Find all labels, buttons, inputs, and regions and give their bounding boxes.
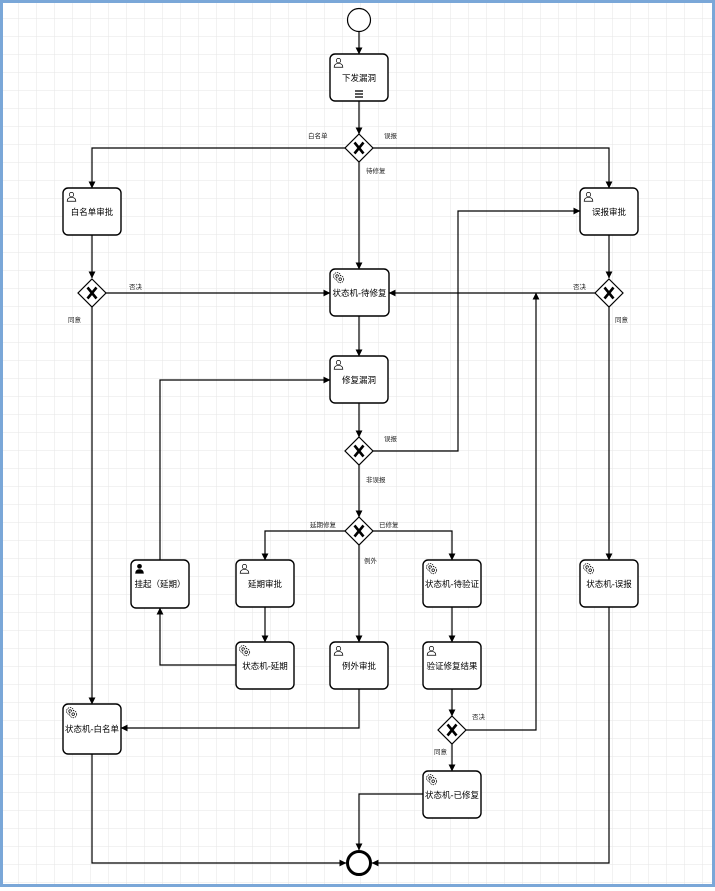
- start-event[interactable]: [346, 7, 372, 33]
- task-delay-approve[interactable]: 延期审批: [235, 559, 295, 608]
- edge-g4-misreport-to-misreport-approve[interactable]: [373, 207, 581, 452]
- task-label: 状态机-白名单: [65, 724, 120, 735]
- edge-g5-to-delay-approve[interactable]: [261, 530, 345, 561]
- edge-exception-approve-to-sm-whitelist[interactable]: [120, 689, 360, 732]
- parallel-multi-instance-marker-icon: [355, 90, 363, 98]
- task-label: 状态机-误报: [586, 579, 632, 590]
- task-issue-vuln[interactable]: 下发漏洞: [329, 53, 389, 102]
- gateway-x-icon: [353, 141, 365, 155]
- edge-label-g1-misreport: 误报: [384, 131, 398, 140]
- edge-label-g5-fixed: 已修复: [379, 520, 399, 529]
- gateway-x-icon: [86, 286, 98, 300]
- task-sm-delay[interactable]: 状态机-延期: [235, 641, 295, 690]
- edge-g6-reject-to-pending-fix[interactable]: [466, 292, 540, 731]
- edge-label-g1-pending: 待修复: [366, 166, 386, 175]
- gateways: [77, 133, 624, 745]
- task-label: 白名单审批: [71, 207, 114, 218]
- gateway-x-icon: [353, 444, 365, 458]
- edge-suspend-to-fix-vuln[interactable]: [159, 376, 331, 560]
- task-sm-fixed[interactable]: 状态机-已修复: [422, 770, 482, 819]
- task-label: 状态机-延期: [242, 661, 288, 672]
- edge-labels: 白名单 误报 待修复 否决 同意 否决 同意 误报 非误报 延期修复 已修复 例…: [68, 131, 629, 756]
- edge-label-g6-reject: 否决: [472, 712, 486, 721]
- gateway-x-icon: [603, 286, 615, 300]
- edge-label-g5-apply-delay: 延期修复: [310, 520, 337, 529]
- edge-sm-fixed-to-end[interactable]: [355, 793, 423, 851]
- task-verify-result[interactable]: 验证修复结果: [422, 641, 482, 690]
- edge-label-g3-agree: 同意: [615, 315, 629, 324]
- exclusive-gateway-after-fix[interactable]: [344, 436, 374, 466]
- task-label: 状态机-待验证: [425, 579, 480, 590]
- end-event[interactable]: [346, 850, 372, 876]
- task-sm-pending-fix[interactable]: 状态机-待修复: [329, 268, 390, 317]
- task-fix-vuln[interactable]: 修复漏洞: [329, 355, 389, 404]
- edge-label-g1-whitelist: 白名单: [308, 131, 328, 140]
- exclusive-gateway-fix-outcome[interactable]: [344, 516, 374, 546]
- edge-g1-to-misreport-approve[interactable]: [373, 147, 613, 189]
- task-suspend[interactable]: 挂起（延期）: [130, 559, 190, 609]
- task-sm-misreport[interactable]: 状态机-误报: [579, 559, 639, 608]
- task-label: 挂起（延期）: [134, 579, 185, 590]
- edge-sm-whitelist-to-end[interactable]: [91, 754, 347, 867]
- gateway-x-icon: [446, 723, 458, 737]
- gateway-x-icon: [353, 524, 365, 538]
- task-label: 状态机-待修复: [332, 288, 387, 299]
- task-label: 修复漏洞: [342, 375, 376, 386]
- edge-label-g2-reject: 否决: [129, 282, 143, 291]
- task-label: 例外审批: [342, 661, 377, 672]
- exclusive-gateway-after-issue[interactable]: [344, 133, 374, 163]
- exclusive-gateway-verify-decision[interactable]: [437, 715, 467, 745]
- edge-label-g6-agree: 同意: [434, 747, 448, 756]
- edge-label-g5-exception: 例外: [364, 556, 378, 565]
- edges: [88, 32, 613, 867]
- tasks: 下发漏洞 白名单审批 误报审批 状态机-待修复: [62, 53, 639, 819]
- edge-g1-to-whitelist-approve[interactable]: [88, 147, 345, 189]
- edge-g5-to-sm-pending-verify[interactable]: [373, 530, 456, 561]
- task-label: 下发漏洞: [342, 73, 376, 84]
- task-label: 误报审批: [592, 207, 627, 218]
- exclusive-gateway-whitelist-decision[interactable]: [77, 278, 107, 308]
- edge-label-g4-not-misreport: 非误报: [366, 475, 386, 484]
- edge-label-g3-reject: 否决: [573, 282, 587, 291]
- task-exception-approve[interactable]: 例外审批: [329, 641, 389, 690]
- task-sm-pending-verify[interactable]: 状态机-待验证: [422, 559, 482, 608]
- edge-label-g4-misreport: 误报: [384, 434, 398, 443]
- edge-label-g2-agree: 同意: [68, 315, 82, 324]
- task-label: 状态机-已修复: [425, 790, 480, 801]
- exclusive-gateway-misreport-decision[interactable]: [594, 278, 624, 308]
- edge-sm-misreport-to-end[interactable]: [371, 607, 610, 867]
- task-label: 延期审批: [248, 579, 283, 590]
- task-label: 验证修复结果: [426, 661, 478, 672]
- task-misreport-approve[interactable]: 误报审批: [579, 187, 639, 236]
- task-sm-whitelist[interactable]: 状态机-白名单: [62, 703, 122, 755]
- edge-sm-delay-to-suspend[interactable]: [156, 607, 236, 666]
- task-whitelist-approve[interactable]: 白名单审批: [62, 187, 122, 236]
